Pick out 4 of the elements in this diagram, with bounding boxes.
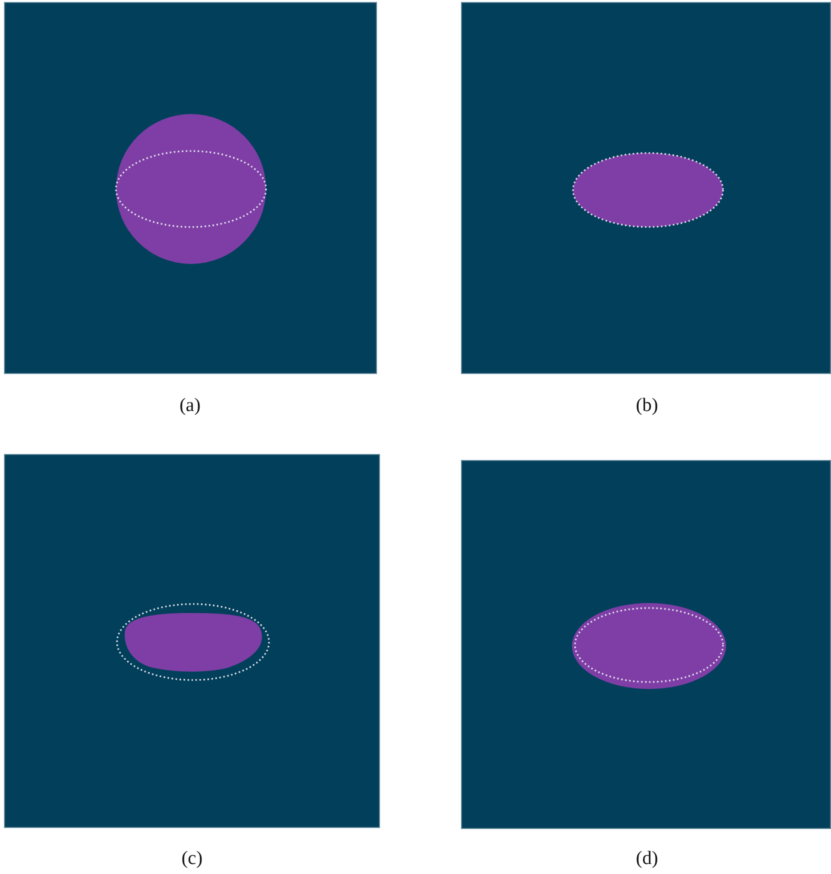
panel-caption: (c) [180, 848, 204, 870]
panel-caption: (a) [178, 395, 202, 417]
panel-caption: (b) [634, 395, 660, 417]
panel-caption: (d) [634, 848, 660, 870]
